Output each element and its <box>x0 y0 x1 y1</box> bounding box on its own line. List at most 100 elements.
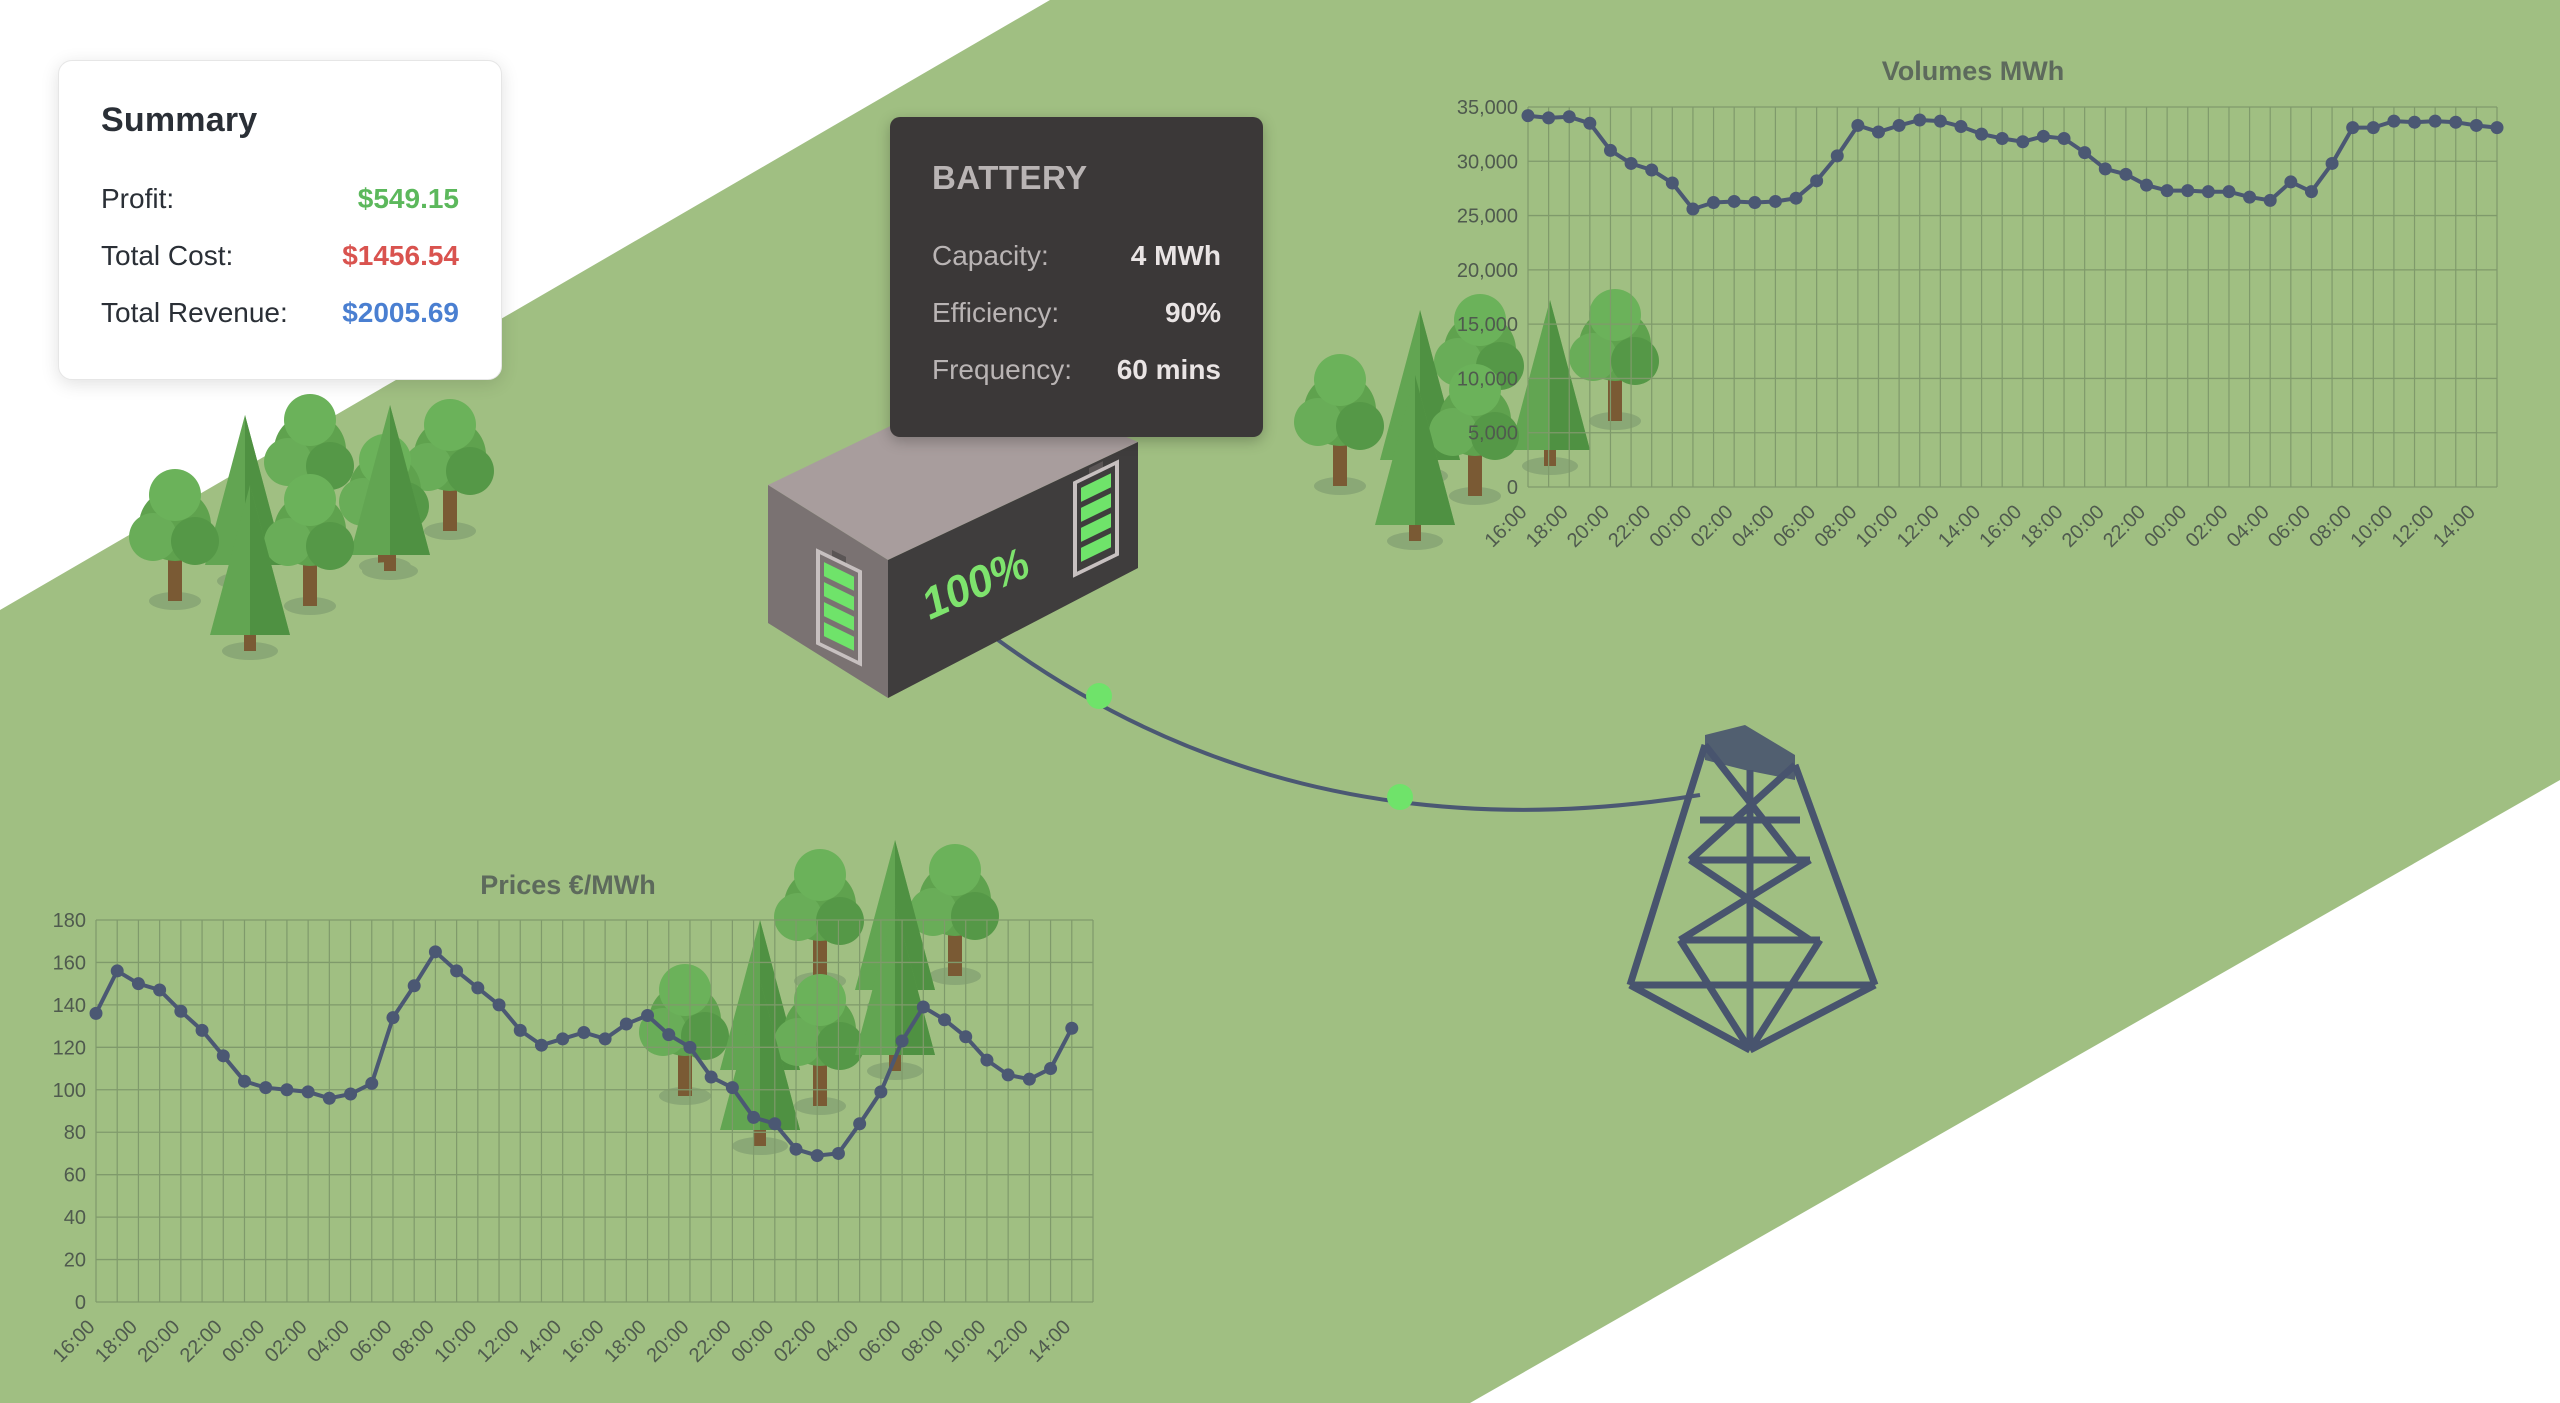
volumes-point <box>2469 118 2483 132</box>
prices-point <box>704 1070 718 1084</box>
volumes-point <box>2057 131 2071 145</box>
prices-chart-title: Prices €/MWh <box>480 870 656 900</box>
prices-point <box>344 1087 358 1101</box>
battery-level-icon <box>816 548 862 667</box>
volumes-point <box>2243 190 2257 204</box>
battery-row-efficiency: Efficiency: 90% <box>932 284 1221 341</box>
prices-point <box>556 1032 570 1046</box>
prices-point <box>980 1053 994 1067</box>
volumes-point <box>1810 174 1824 188</box>
battery-row-frequency: Frequency: 60 mins <box>932 341 1221 398</box>
prices-point <box>874 1085 888 1099</box>
prices-point <box>534 1038 548 1052</box>
prices-point <box>916 1000 930 1014</box>
battery-tooltip: BATTERY Capacity: 4 MWh Efficiency: 90% … <box>890 117 1263 437</box>
prices-point <box>619 1017 633 1031</box>
prices-point <box>810 1149 824 1163</box>
frequency-value: 60 mins <box>1116 353 1221 385</box>
summary-title: Summary <box>101 101 258 139</box>
power-pylon-icon <box>1626 725 1879 1054</box>
volumes-y-tick: 20,000 <box>1457 260 1518 282</box>
volumes-point <box>1624 156 1638 170</box>
prices-y-tick: 180 <box>53 910 86 932</box>
summary-row-profit: Profit: $549.15 <box>101 170 459 227</box>
battery-level-icon <box>1073 459 1119 578</box>
profit-value: $549.15 <box>357 182 459 214</box>
cable-node-1 <box>1086 683 1112 709</box>
prices-point <box>89 1006 103 1020</box>
prices-point <box>110 964 124 978</box>
volumes-point <box>2036 129 2050 143</box>
prices-point <box>1001 1068 1015 1082</box>
prices-y-tick: 60 <box>64 1165 86 1187</box>
prices-point <box>1022 1072 1036 1086</box>
prices-point <box>513 1023 527 1037</box>
volumes-point <box>2387 114 2401 128</box>
volumes-point <box>1686 202 1700 216</box>
prices-point <box>407 979 421 993</box>
prices-point <box>301 1085 315 1099</box>
prices-point <box>747 1110 761 1124</box>
prices-y-tick: 40 <box>64 1207 86 1229</box>
volumes-series-points <box>1521 109 2504 216</box>
volumes-point <box>2449 115 2463 129</box>
prices-point <box>938 1013 952 1027</box>
prices-point <box>471 981 485 995</box>
prices-point <box>216 1049 230 1063</box>
volumes-point <box>2098 162 2112 176</box>
prices-point <box>641 1009 655 1022</box>
prices-y-tick: 80 <box>64 1122 86 1144</box>
prices-point <box>1065 1021 1079 1035</box>
prices-y-tick: 140 <box>53 995 86 1017</box>
prices-point <box>577 1025 591 1039</box>
prices-point <box>768 1117 782 1131</box>
battery-row-capacity: Capacity: 4 MWh <box>932 227 1221 284</box>
prices-y-tick: 100 <box>53 1080 86 1102</box>
efficiency-value: 90% <box>1164 296 1221 328</box>
volumes-point <box>2119 167 2133 181</box>
prices-point <box>789 1142 803 1156</box>
volumes-point <box>1748 196 1762 210</box>
prices-point <box>153 983 167 997</box>
volumes-point <box>1707 196 1721 210</box>
prices-point <box>683 1040 697 1054</box>
volumes-y-tick: 35,000 <box>1457 97 1518 119</box>
prices-y-tick: 0 <box>75 1292 86 1314</box>
prices-point <box>450 964 464 978</box>
volumes-point <box>1583 116 1597 130</box>
prices-point <box>365 1076 379 1090</box>
volumes-point <box>1954 120 1968 134</box>
prices-point <box>131 977 145 991</box>
volumes-point <box>1892 118 1906 132</box>
prices-point <box>853 1117 867 1131</box>
volumes-point <box>1975 127 1989 141</box>
volumes-point <box>2366 121 2380 135</box>
summary-row-total-cost: Total Cost: $1456.54 <box>101 227 459 284</box>
prices-point <box>831 1146 845 1160</box>
prices-point <box>959 1030 973 1044</box>
volumes-point <box>1521 109 1535 123</box>
volumes-y-tick: 15,000 <box>1457 314 1518 336</box>
volumes-y-tick: 5,000 <box>1468 423 1518 445</box>
prices-series-points <box>89 945 1079 1163</box>
prices-point <box>174 1004 188 1018</box>
volumes-point <box>1789 191 1803 205</box>
prices-point <box>259 1081 273 1095</box>
volumes-point <box>1665 176 1679 190</box>
efficiency-label: Efficiency: <box>932 296 1060 328</box>
prices-point <box>386 1011 400 1025</box>
volumes-point <box>2263 193 2277 207</box>
volumes-point <box>2016 135 2030 149</box>
volumes-chart-y-ticks: 05,00010,00015,00020,00025,00030,00035,0… <box>1457 97 1518 499</box>
volumes-point <box>1933 114 1947 128</box>
volumes-y-tick: 10,000 <box>1457 368 1518 390</box>
volumes-point <box>2408 115 2422 129</box>
capacity-label: Capacity: <box>932 239 1049 271</box>
volumes-chart-title: Volumes MWh <box>1882 56 2065 86</box>
volumes-point <box>2201 185 2215 199</box>
prices-point <box>1044 1062 1058 1076</box>
prices-point <box>322 1091 336 1105</box>
prices-point <box>725 1081 739 1095</box>
